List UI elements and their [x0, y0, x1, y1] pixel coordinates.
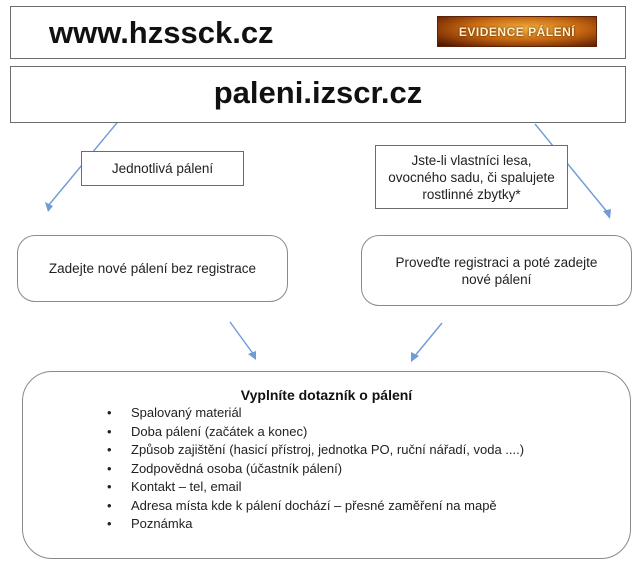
left-to-form-connector — [229, 321, 255, 356]
right-to-form-connector — [413, 322, 443, 358]
list-item: Kontakt – tel, email — [103, 478, 524, 497]
right-to-form-arrowhead — [411, 352, 419, 362]
portal-box: paleni.izscr.cz — [10, 66, 626, 123]
left-branch-arrowhead — [45, 202, 53, 212]
list-item: Poznámka — [103, 515, 524, 534]
left-callout: Jednotlivá pálení — [81, 151, 244, 186]
left-action-box: Zadejte nové pálení bez registrace — [17, 235, 288, 302]
list-item: Způsob zajištění (hasicí přístroj, jedno… — [103, 441, 524, 460]
right-branch-connector — [534, 123, 609, 214]
right-action-text: Proveďte registraci a poté zadejte nové … — [395, 254, 598, 287]
right-callout: Jste-li vlastníci lesa, ovocného sadu, č… — [375, 145, 568, 209]
evidence-logo[interactable]: EVIDENCE PÁLENÍ — [437, 16, 597, 47]
form-item-list: Spalovaný materiál Doba pálení (začátek … — [103, 404, 524, 534]
form-title: Vyplníte dotazník o pálení — [240, 387, 413, 403]
right-action-box: Proveďte registraci a poté zadejte nové … — [361, 235, 632, 306]
list-item: Spalovaný materiál — [103, 404, 524, 423]
left-callout-text: Jednotlivá pálení — [111, 161, 214, 176]
header-box: www.hzssck.cz EVIDENCE PÁLENÍ — [10, 6, 626, 59]
right-callout-text: Jste-li vlastníci lesa, ovocného sadu, č… — [388, 152, 555, 202]
list-item: Adresa místa kde k pálení dochází – přes… — [103, 497, 524, 516]
portal-url[interactable]: paleni.izscr.cz — [213, 75, 423, 110]
right-branch-arrowhead — [603, 209, 611, 219]
left-action-text: Zadejte nové pálení bez registrace — [48, 261, 257, 276]
form-box: Vyplníte dotazník o pálení Spalovaný mat… — [22, 371, 631, 559]
evidence-logo-text: EVIDENCE PÁLENÍ — [458, 24, 576, 39]
left-to-form-arrowhead — [248, 351, 256, 360]
site-url[interactable]: www.hzssck.cz — [49, 15, 274, 50]
list-item: Zodpovědná osoba (účastník pálení) — [103, 460, 524, 479]
list-item: Doba pálení (začátek a konec) — [103, 423, 524, 442]
